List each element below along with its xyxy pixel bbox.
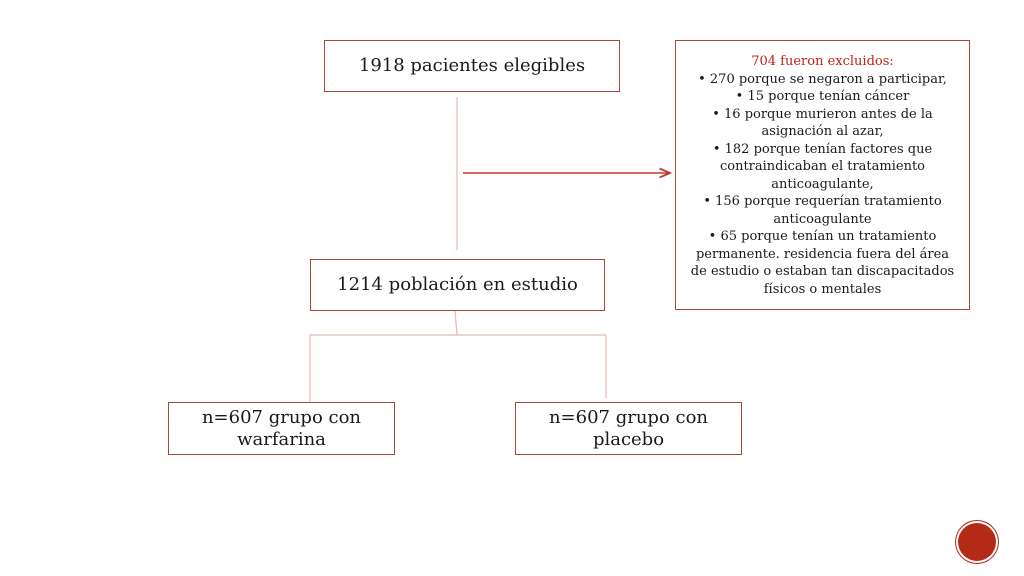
exclusion-item: 15 porque tenían cáncer (686, 88, 959, 106)
node-eligible-label: 1918 pacientes elegibles (358, 55, 586, 76)
node-warfarin-label: n=607 grupo con warfarina (201, 406, 362, 450)
exclusion-item: 65 porque tenían un tratamiento permanen… (686, 228, 959, 298)
exclusions-title: 704 fueron excluidos: (751, 54, 894, 69)
node-population-label: 1214 población en estudio (337, 274, 578, 295)
node-warfarin-group: n=607 grupo con warfarina (168, 402, 395, 455)
node-study-population: 1214 población en estudio (310, 259, 605, 311)
node-eligible-patients: 1918 pacientes elegibles (324, 40, 620, 92)
exclusion-item: 270 porque se negaron a participar, (686, 71, 959, 89)
slide-number-badge (958, 523, 996, 561)
exclusion-item: 16 porque murieron antes de la asignació… (686, 106, 959, 141)
connector-population-down (454, 310, 458, 336)
exclusions-list: 270 porque se negaron a participar, 15 p… (676, 71, 969, 299)
exclusions-box: 704 fueron excluidos: 270 porque se nega… (675, 40, 970, 310)
exclusion-item: 156 porque requerían tratamiento anticoa… (686, 193, 959, 228)
node-placebo-label: n=607 grupo con placebo (548, 406, 709, 450)
exclusion-item: 182 porque tenían factores que contraind… (686, 141, 959, 194)
node-placebo-group: n=607 grupo con placebo (515, 402, 742, 455)
